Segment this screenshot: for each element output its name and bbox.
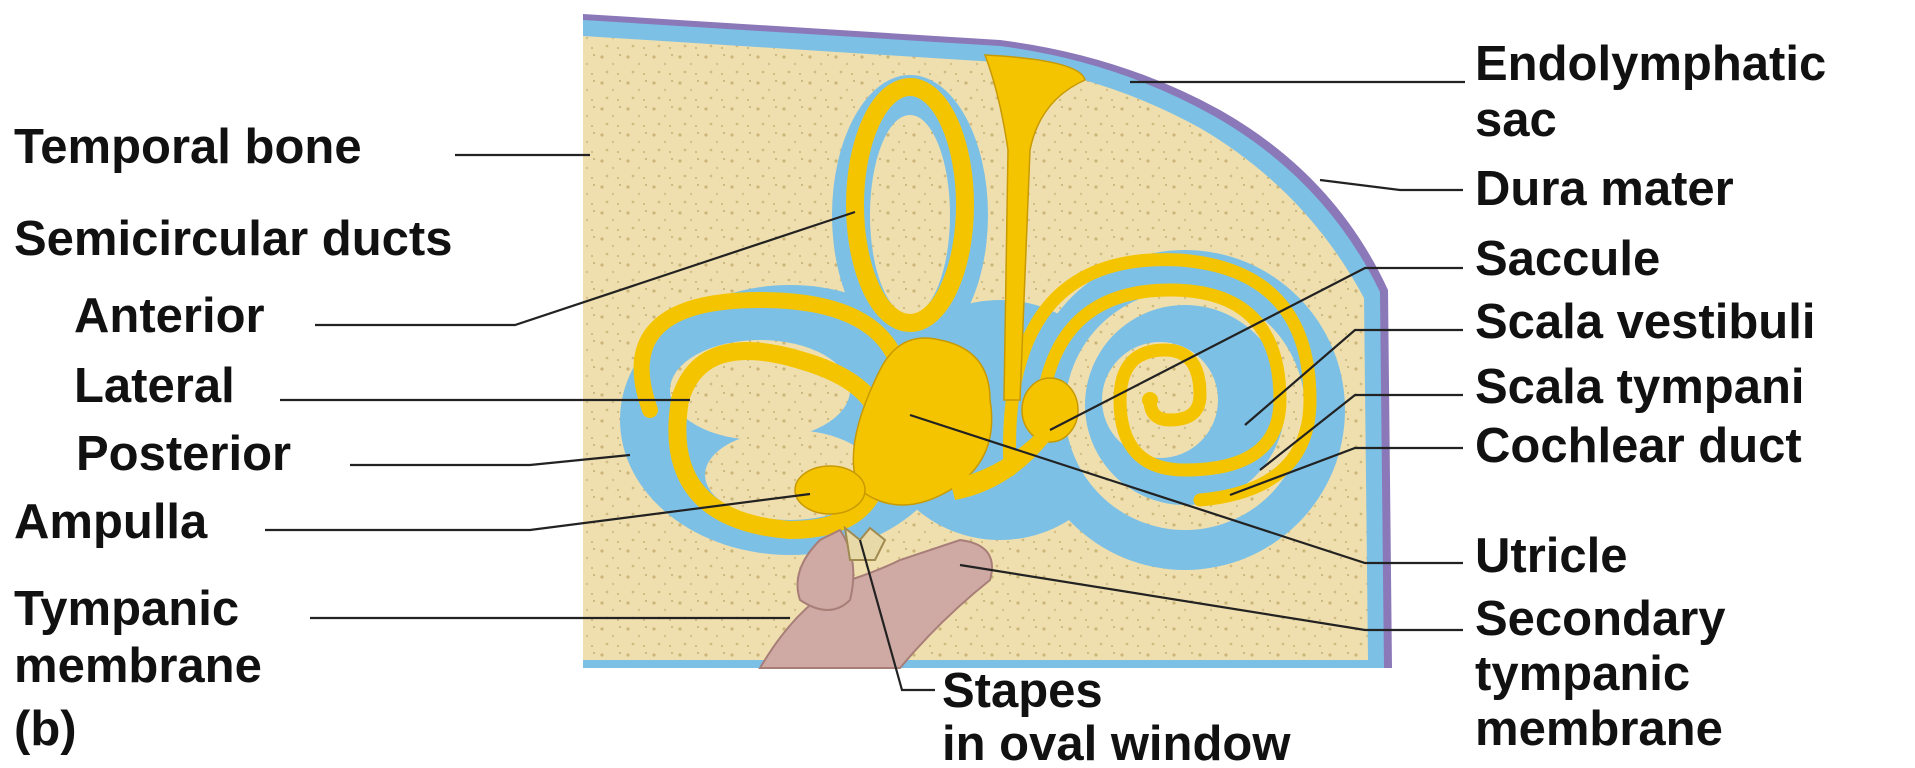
label-tympanic-line2: membrane — [14, 639, 262, 693]
label-stapes-line1: Stapes — [942, 664, 1103, 718]
label-semicircular-ducts: Semicircular ducts — [14, 212, 452, 266]
label-lateral: Lateral — [74, 359, 235, 413]
label-dura-mater: Dura mater — [1475, 162, 1734, 216]
label-utricle: Utricle — [1475, 529, 1628, 583]
label-anterior: Anterior — [74, 289, 265, 343]
saccule-shape — [1022, 378, 1078, 442]
label-cochlear-duct: Cochlear duct — [1475, 419, 1802, 473]
label-endolymphatic-line1: Endolymphatic — [1475, 37, 1826, 91]
label-stapes-line2: in oval window — [942, 717, 1291, 768]
label-secondary-line3: membrane — [1475, 702, 1723, 756]
leader-dura — [1320, 180, 1463, 190]
panel-label: (b) — [14, 702, 77, 756]
label-ampulla: Ampulla — [14, 495, 208, 549]
label-secondary-line1: Secondary — [1475, 592, 1726, 646]
label-saccule: Saccule — [1475, 232, 1660, 286]
label-posterior: Posterior — [76, 427, 291, 481]
labels-right: Endolymphatic sac Dura mater Saccule Sca… — [1475, 37, 1826, 756]
label-temporal-bone: Temporal bone — [14, 120, 362, 174]
label-endolymphatic-line2: sac — [1475, 93, 1557, 147]
ampulla-shape — [795, 466, 865, 514]
label-tympanic-line1: Tympanic — [14, 582, 239, 636]
labels-left: Temporal bone Semicircular ducts Anterio… — [14, 120, 452, 756]
label-scala-vestibuli: Scala vestibuli — [1475, 295, 1815, 349]
label-secondary-line2: tympanic — [1475, 647, 1690, 701]
labels-bottom: Stapes in oval window — [942, 664, 1291, 768]
label-scala-tympani: Scala tympani — [1475, 360, 1805, 414]
